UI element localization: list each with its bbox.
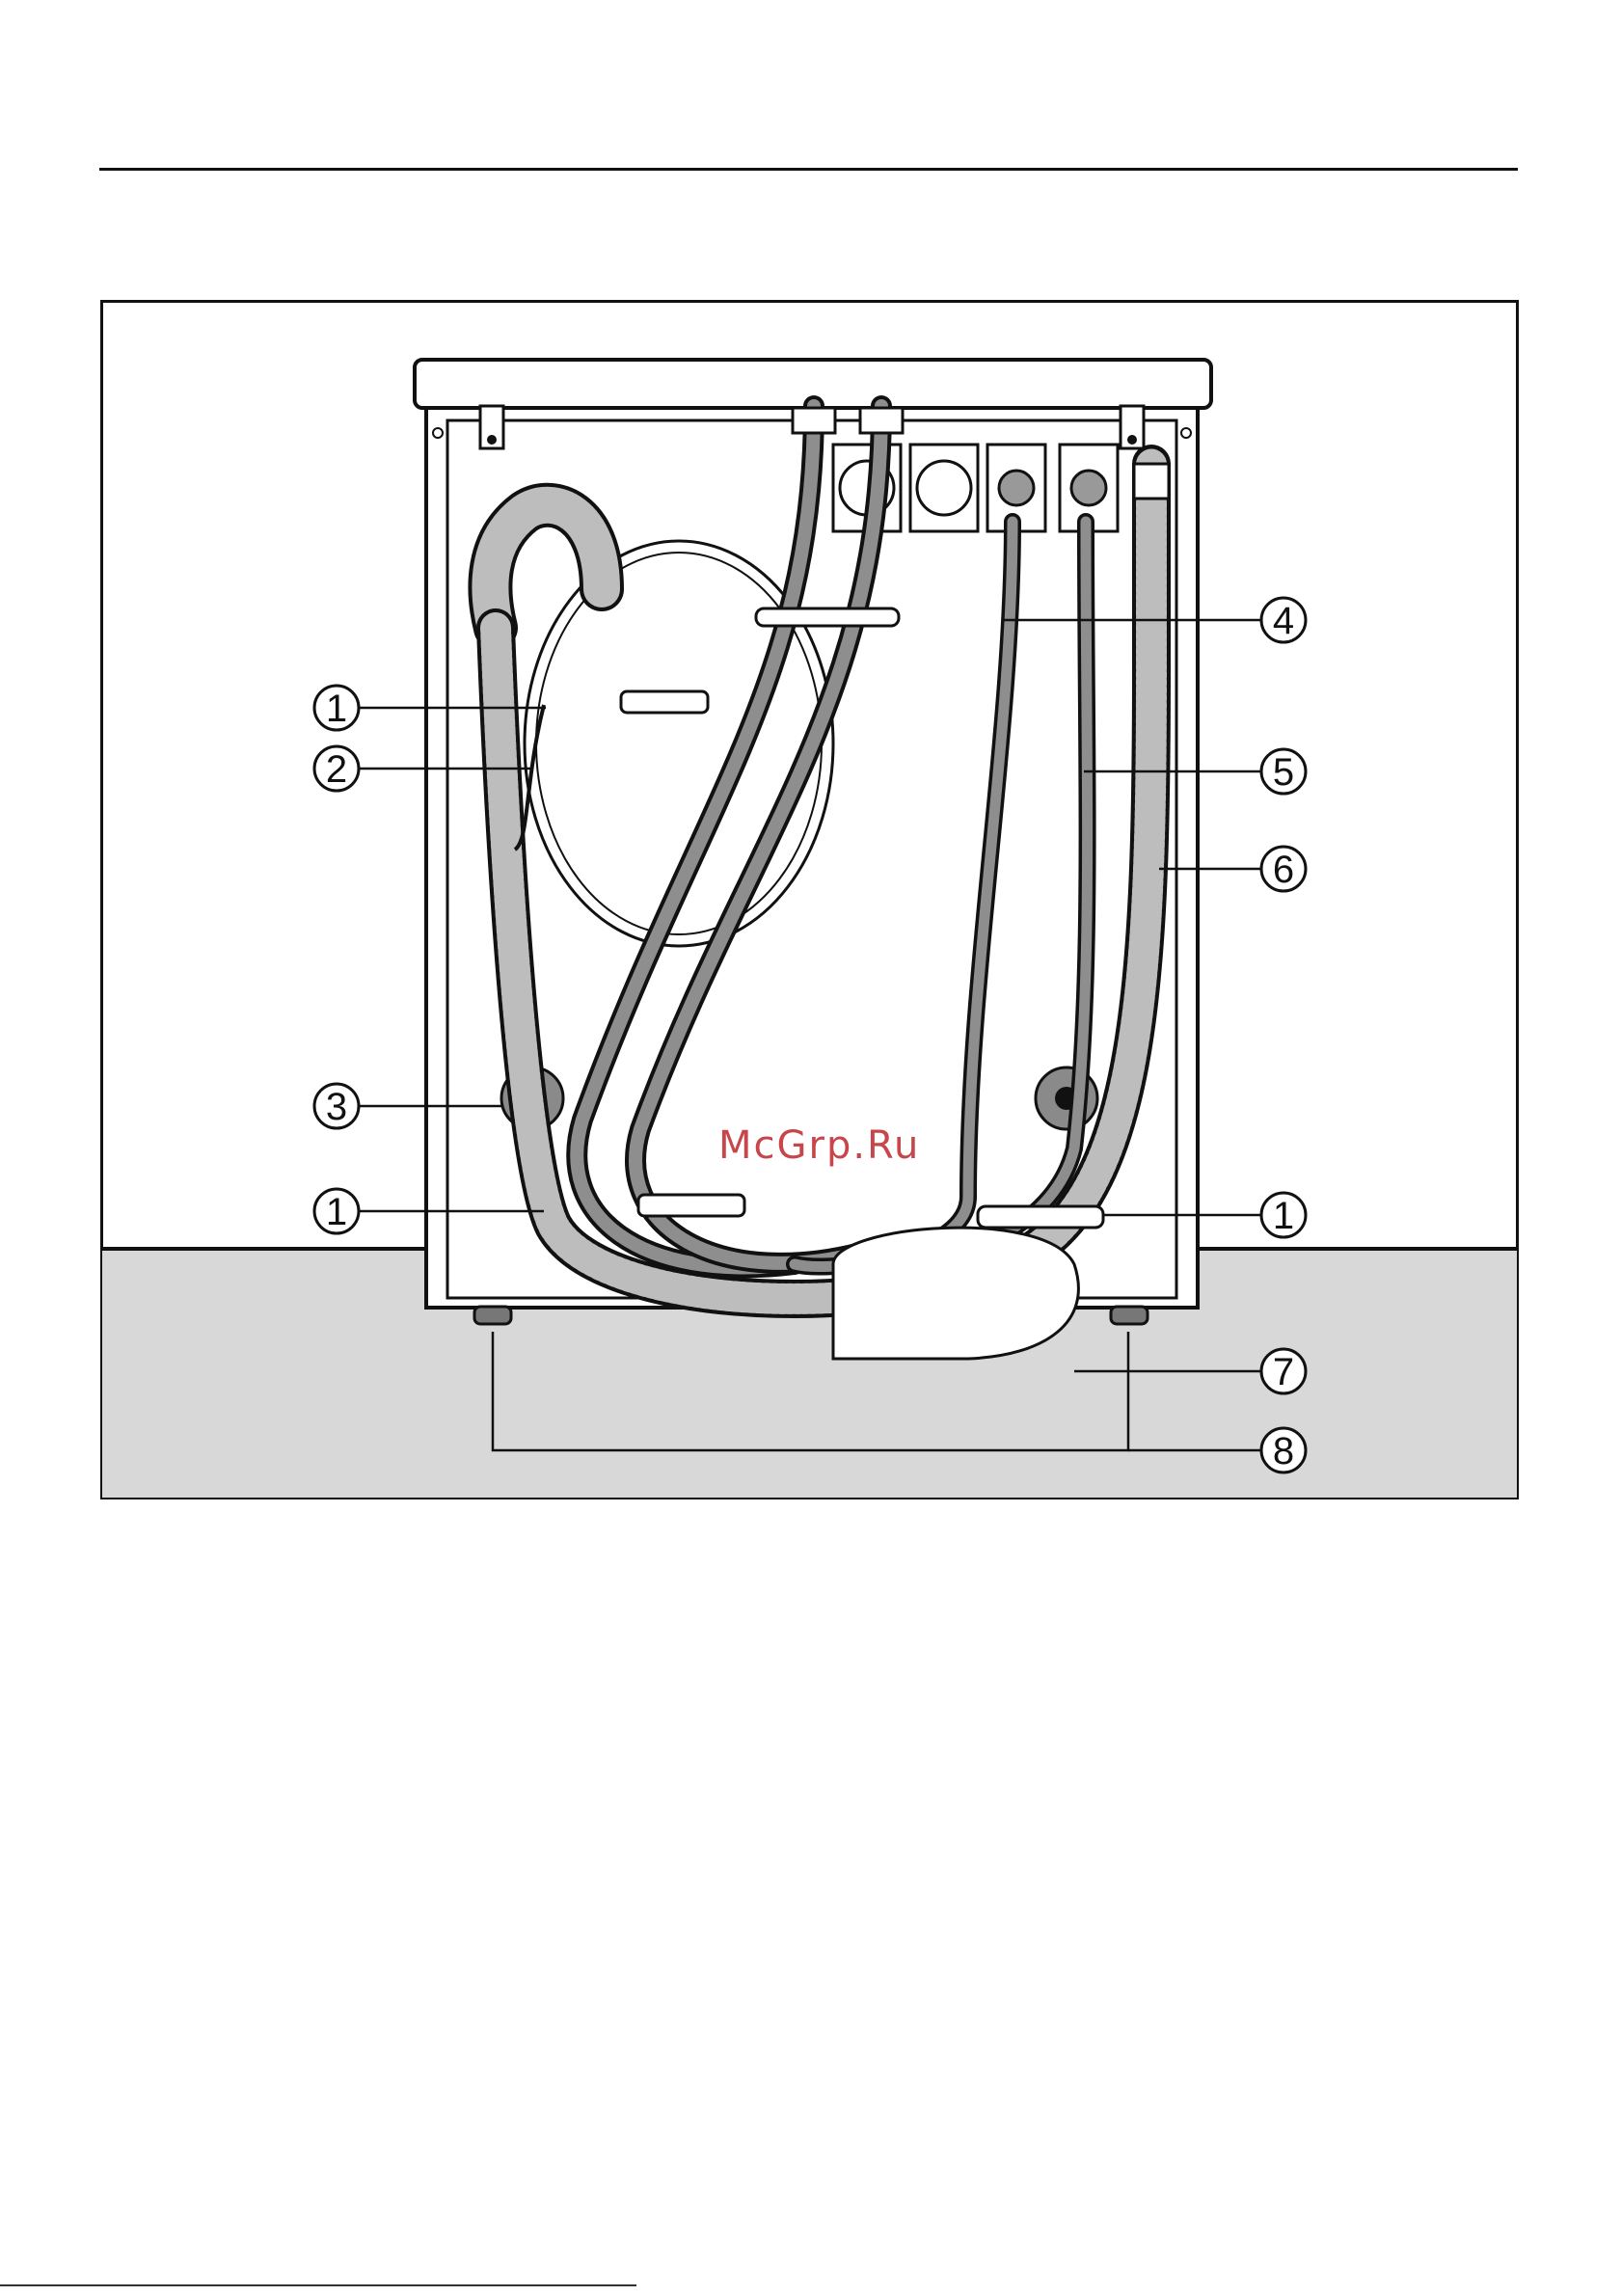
bottom-rule	[0, 2284, 636, 2286]
callout-4: 4	[1261, 598, 1306, 642]
callout-1c-label: 1	[1273, 1195, 1294, 1237]
washer-rear-diagram: 1 2 3 1 4 5 6 1 7 8	[100, 300, 1519, 1499]
callout-8-label: 8	[1273, 1430, 1294, 1472]
callout-1b: 1	[314, 1189, 359, 1233]
hose-holder-clip	[833, 1228, 1078, 1359]
callout-1c: 1	[1261, 1193, 1306, 1237]
callout-1a-label: 1	[326, 688, 347, 730]
callout-8: 8	[1261, 1428, 1306, 1472]
callout-2-label: 2	[326, 748, 347, 791]
callout-7: 7	[1261, 1349, 1306, 1393]
top-rule	[99, 168, 1518, 171]
callout-2: 2	[314, 746, 359, 791]
callout-6: 6	[1261, 847, 1306, 891]
foot-left	[474, 1307, 511, 1324]
callout-4-label: 4	[1273, 600, 1294, 642]
callout-3-label: 3	[326, 1086, 347, 1128]
callout-5: 5	[1261, 749, 1306, 794]
callout-1a: 1	[314, 686, 359, 730]
watermark: McGrp.Ru	[718, 1123, 920, 1168]
callout-3: 3	[314, 1084, 359, 1128]
foot-right	[1111, 1307, 1148, 1324]
callout-6-label: 6	[1273, 849, 1294, 891]
callout-7-label: 7	[1273, 1351, 1294, 1393]
callout-1b-label: 1	[326, 1191, 347, 1233]
callout-5-label: 5	[1273, 751, 1294, 794]
